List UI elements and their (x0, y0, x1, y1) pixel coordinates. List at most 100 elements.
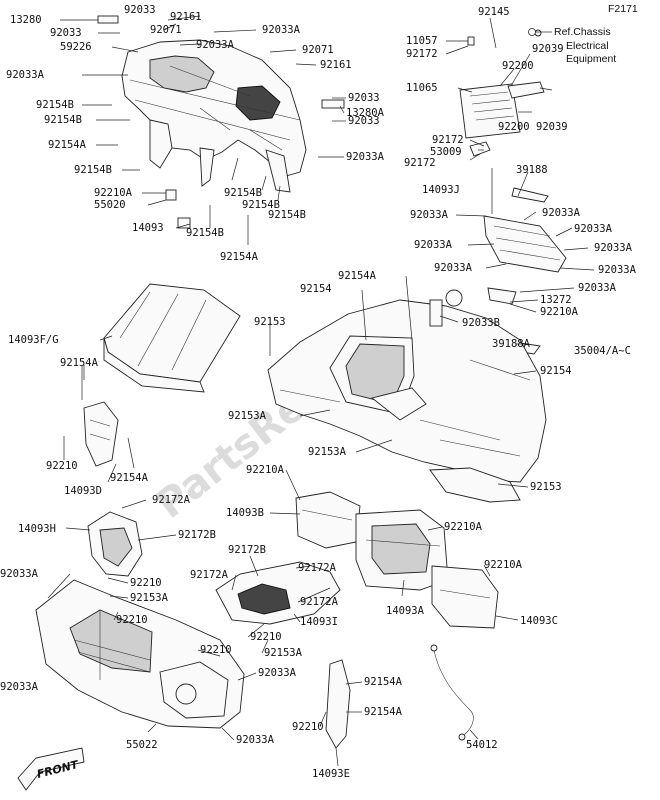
part-label: 92154A (338, 270, 377, 282)
front-fender-drawing (267, 289, 547, 503)
part-label: 92200 (502, 60, 534, 72)
part-label: 11065 (406, 82, 438, 94)
part-label: 92210 (200, 644, 232, 656)
part-label: 92172 (406, 48, 438, 60)
part-label: 92172B (228, 544, 266, 556)
ref-chassis-symbol (528, 28, 552, 36)
part-label: 92154 (300, 283, 332, 295)
part-label: 92033A (6, 69, 45, 81)
side-cover-drawing (83, 401, 119, 467)
part-label: 92033A (578, 282, 617, 294)
part-label: 92071 (302, 44, 334, 56)
part-label: 92210A (246, 464, 285, 476)
part-label: 92033A (542, 207, 581, 219)
part-label: 92033B (462, 317, 500, 329)
leader-lines (47, 15, 595, 767)
electrical-box-drawing (459, 29, 545, 157)
part-label: 92033A (598, 264, 637, 276)
part-label: 92200 (498, 121, 530, 133)
part-label: 92033 (50, 27, 82, 39)
part-label: 92210A (94, 187, 133, 199)
ref-note-line-3: Equipment (566, 53, 616, 65)
part-label: 92033A (0, 681, 39, 693)
part-label: 92154B (186, 227, 224, 239)
part-label: 92172A (190, 569, 229, 581)
part-label: 92039 (532, 43, 564, 55)
part-label: 92210 (116, 614, 148, 626)
front-direction-arrow: FRONT (17, 747, 85, 791)
part-label: 92161 (320, 59, 352, 71)
part-label: 55020 (94, 199, 126, 211)
part-label: 92033A (410, 209, 449, 221)
part-label: 59226 (60, 41, 92, 53)
part-label: 92033A (236, 734, 275, 746)
part-label: 14093J (422, 184, 460, 196)
ref-note-line-1: Ref.Chassis (554, 26, 611, 38)
part-label: 55022 (126, 739, 158, 751)
part-label: 39188 (516, 164, 548, 176)
cable-bracket-drawing (325, 644, 474, 749)
part-label: 92033A (346, 151, 385, 163)
dashboard-frame-drawing (97, 15, 475, 229)
part-label: 14093E (312, 768, 350, 780)
part-label: 92153A (130, 592, 169, 604)
part-label: 92033A (574, 223, 613, 235)
part-label: 14093B (226, 507, 264, 519)
front-bumper-drawing (35, 579, 245, 729)
part-label: 92210A (444, 521, 483, 533)
ref-note-line-2: Electrical (566, 40, 609, 52)
hood-cover-drawing (103, 283, 241, 393)
part-label: 92210 (46, 460, 78, 472)
part-label: 92154 (540, 365, 572, 377)
part-label: 14093 (132, 222, 164, 234)
under-cover-panels-drawing (295, 491, 499, 629)
part-label: 39188A (492, 338, 531, 350)
part-label: 92039 (536, 121, 568, 133)
part-label: 92154B (44, 114, 82, 126)
part-label: 92033 (348, 92, 380, 104)
duct-pieces-drawing (87, 511, 341, 625)
header-text: F2171 Ref.Chassis Electrical Equipment (554, 3, 638, 65)
part-label: 11057 (406, 35, 438, 47)
part-label: 92210 (250, 631, 282, 643)
part-label: 92154A (220, 251, 259, 263)
part-label: 53009 (430, 146, 462, 158)
part-label: 14093C (520, 615, 558, 627)
part-label: 13280 (10, 14, 42, 26)
part-label: 92153 (254, 316, 286, 328)
part-label: 13272 (540, 294, 572, 306)
part-label: 35004/A~C (574, 345, 631, 357)
part-label: 92172A (298, 562, 337, 574)
part-label: 92161 (170, 11, 202, 23)
part-label: 92172A (152, 494, 191, 506)
part-label: 92154A (110, 472, 149, 484)
part-label: 92145 (478, 6, 510, 18)
part-label: 92172 (404, 157, 436, 169)
part-label: 54012 (466, 739, 498, 751)
part-label: 92033 (124, 4, 156, 16)
part-label: 14093D (64, 485, 102, 497)
part-label: 92154B (224, 187, 262, 199)
part-label: 92153A (308, 446, 347, 458)
part-label: 92071 (150, 24, 182, 36)
part-label: 92033A (414, 239, 453, 251)
part-label: 92154A (60, 357, 99, 369)
part-label: 14093H (18, 523, 56, 535)
part-label: 92153A (228, 410, 267, 422)
part-label: 92033A (594, 242, 633, 254)
part-label: 14093A (386, 605, 425, 617)
part-label: 92033A (258, 667, 297, 679)
part-label: 14093I (300, 616, 338, 628)
part-label: 92210 (130, 577, 162, 589)
part-label: 92153 (530, 481, 562, 493)
part-label: 92154B (36, 99, 74, 111)
part-label: 13280A (346, 107, 385, 119)
part-label: 92172A (300, 596, 339, 608)
part-label: 92154A (364, 706, 403, 718)
part-label: 92033A (0, 568, 39, 580)
part-label: 92172 (432, 134, 464, 146)
part-label: 92210A (540, 306, 579, 318)
part-label: 92210 (292, 721, 324, 733)
part-label: 92210A (484, 559, 523, 571)
